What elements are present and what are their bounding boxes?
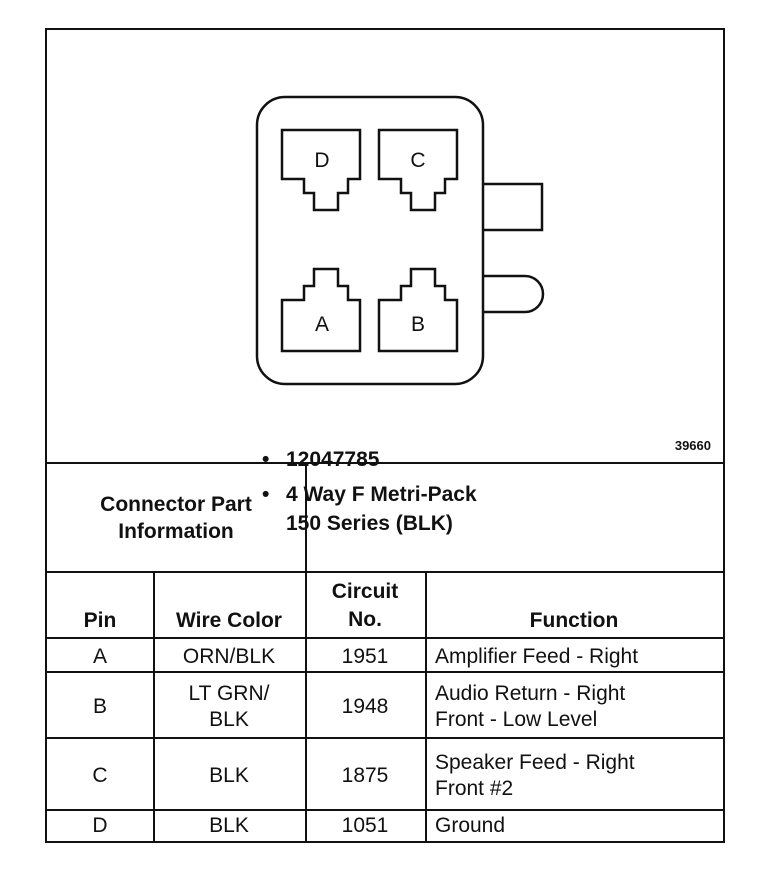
row-c-wire-color: BLK	[209, 764, 249, 787]
header-pin: Pin	[83, 609, 117, 632]
figure-number: 39660	[674, 438, 711, 453]
row-a-wire-color: ORN/BLK	[182, 645, 276, 668]
pin-label-d: D	[314, 149, 329, 172]
row-c-pin: C	[92, 764, 108, 787]
divider	[425, 571, 427, 843]
pin-label-c: C	[410, 149, 425, 172]
row-b-function: Audio Return - Right Front - Low Level	[435, 682, 626, 731]
connector-latch	[483, 274, 545, 314]
divider	[47, 671, 723, 673]
list-item: • 4 Way F Metri-Pack 150 Series (BLK)	[262, 480, 477, 538]
row-c-function: Speaker Feed - Right Front #2	[435, 751, 635, 800]
divider	[305, 462, 307, 571]
divider	[305, 571, 307, 843]
row-d-circuit: 1051	[341, 814, 389, 837]
divider	[47, 571, 723, 573]
connector-info-list: • 12047785 • 4 Way F Metri-Pack 150 Seri…	[262, 445, 477, 538]
list-item: • 12047785	[262, 445, 477, 474]
pin-label-a: A	[315, 313, 329, 336]
bullet-icon: •	[262, 483, 270, 506]
row-c-circuit: 1875	[341, 764, 389, 787]
connector-figure: D C A B 39660 Connector Part Information	[45, 28, 725, 843]
connector-description: 4 Way F Metri-Pack 150 Series (BLK)	[286, 483, 477, 535]
row-b-circuit: 1948	[341, 695, 389, 718]
header-wire-color: Wire Color	[176, 609, 282, 632]
divider	[47, 637, 723, 639]
cavity-b	[377, 267, 459, 353]
row-d-wire-color: BLK	[209, 814, 249, 837]
row-a-function: Amplifier Feed - Right	[435, 645, 639, 668]
bullet-icon: •	[262, 448, 270, 471]
divider	[153, 571, 155, 843]
connector-info-title: Connector Part Information	[100, 492, 252, 543]
cavity-a	[280, 267, 362, 353]
connector-body	[255, 95, 485, 386]
row-b-wire-color: LT GRN/ BLK	[188, 682, 270, 731]
pin-label-b: B	[411, 313, 425, 336]
divider	[47, 462, 723, 464]
row-d-function: Ground	[435, 814, 506, 837]
part-number: 12047785	[286, 448, 380, 471]
cavity-c	[377, 128, 459, 212]
row-d-pin: D	[92, 814, 108, 837]
row-b-pin: B	[92, 695, 107, 718]
connector-key-tab	[483, 182, 544, 232]
header-circuit-no: Circuit No.	[331, 580, 399, 631]
row-a-circuit: 1951	[341, 645, 389, 668]
connector-face-diagram: D C A B	[255, 95, 545, 386]
cavity-d	[280, 128, 362, 212]
divider	[47, 737, 723, 739]
header-function: Function	[529, 609, 619, 632]
row-a-pin: A	[92, 645, 107, 668]
divider	[47, 809, 723, 811]
